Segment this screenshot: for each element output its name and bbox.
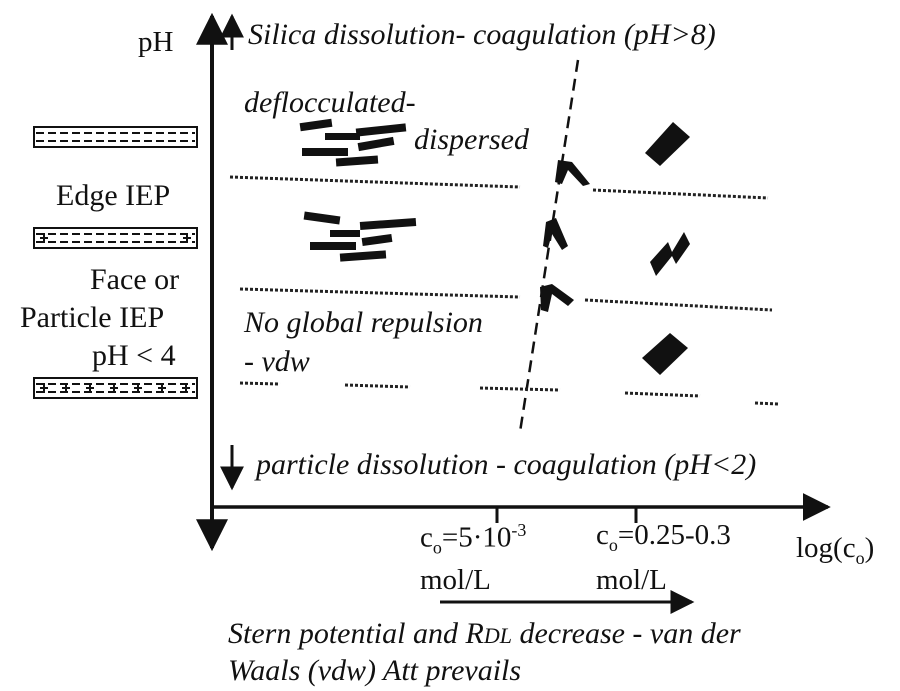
dispersed-platelets-middle <box>303 211 417 262</box>
x-tick-1-sub: o <box>432 537 442 558</box>
particle-symbol-low-ph <box>33 377 198 399</box>
low-ph-dotted-line <box>239 381 779 406</box>
label-particle-iep: Particle IEP <box>20 301 165 334</box>
edge-face-chevron-3 <box>540 284 574 312</box>
edge-face-chevron-1 <box>555 160 590 186</box>
x-tick-label-1: co=5·10-3 <box>420 521 526 556</box>
aggregate-lower <box>642 333 688 375</box>
region-label-particle-dissolution: particle dissolution - coagulation (pH<2… <box>256 448 757 481</box>
x-tick-1-sup: -3 <box>511 520 527 540</box>
caption-line-2: Waals (vdw) Att prevails <box>228 654 522 687</box>
particle-symbol-high-ph <box>33 126 198 148</box>
x-tick-unit-2: mol/L <box>596 564 667 596</box>
x-tick-1-eq: =5·10 <box>441 521 512 554</box>
face-iep-dotted-line <box>239 287 773 312</box>
x-tick-unit-1: mol/L <box>420 564 491 596</box>
caption-line-1-dl: DL <box>483 623 512 648</box>
x-tick-1-c: c <box>420 521 433 554</box>
caption-line-1: Stern potential and RDL decrease - van d… <box>228 619 741 649</box>
aggregate-upper <box>645 122 690 166</box>
caption-line-1-a: Stern potential and R <box>228 617 484 650</box>
label-vdw: - vdw <box>244 345 310 378</box>
x-axis-label-main: log(c <box>796 532 856 564</box>
edge-face-chevron-2 <box>543 218 568 250</box>
coagulation-boundary-line <box>518 59 580 433</box>
label-ph-less-4: pH < 4 <box>92 339 176 372</box>
x-axis-label-sub: o <box>855 547 865 568</box>
x-axis-label: log(co) <box>796 534 874 567</box>
x-tick-2-sub: o <box>608 534 618 555</box>
y-axis-label: pH <box>138 26 174 58</box>
x-tick-label-2: co=0.25-0.3 <box>596 521 731 554</box>
x-tick-2-eq: =0.25-0.3 <box>617 519 731 551</box>
aggregate-middle <box>650 232 690 276</box>
label-edge-iep: Edge IEP <box>56 179 171 212</box>
label-no-global-repulsion: No global repulsion <box>244 306 483 339</box>
dispersed-platelets-upper <box>299 118 407 167</box>
label-deflocculated: deflocculated- <box>244 86 416 119</box>
edge-iep-dotted-line <box>229 175 769 200</box>
caption-line-1-b: decrease - van der <box>511 617 741 650</box>
x-axis-label-close: ) <box>864 532 875 564</box>
region-label-silica: Silica dissolution- coagulation (pH>8) <box>248 18 716 51</box>
label-dispersed: dispersed <box>414 123 529 156</box>
x-tick-2-c: c <box>596 519 609 551</box>
particle-symbol-edge-iep <box>33 227 198 249</box>
label-face-or: Face or <box>90 263 180 296</box>
